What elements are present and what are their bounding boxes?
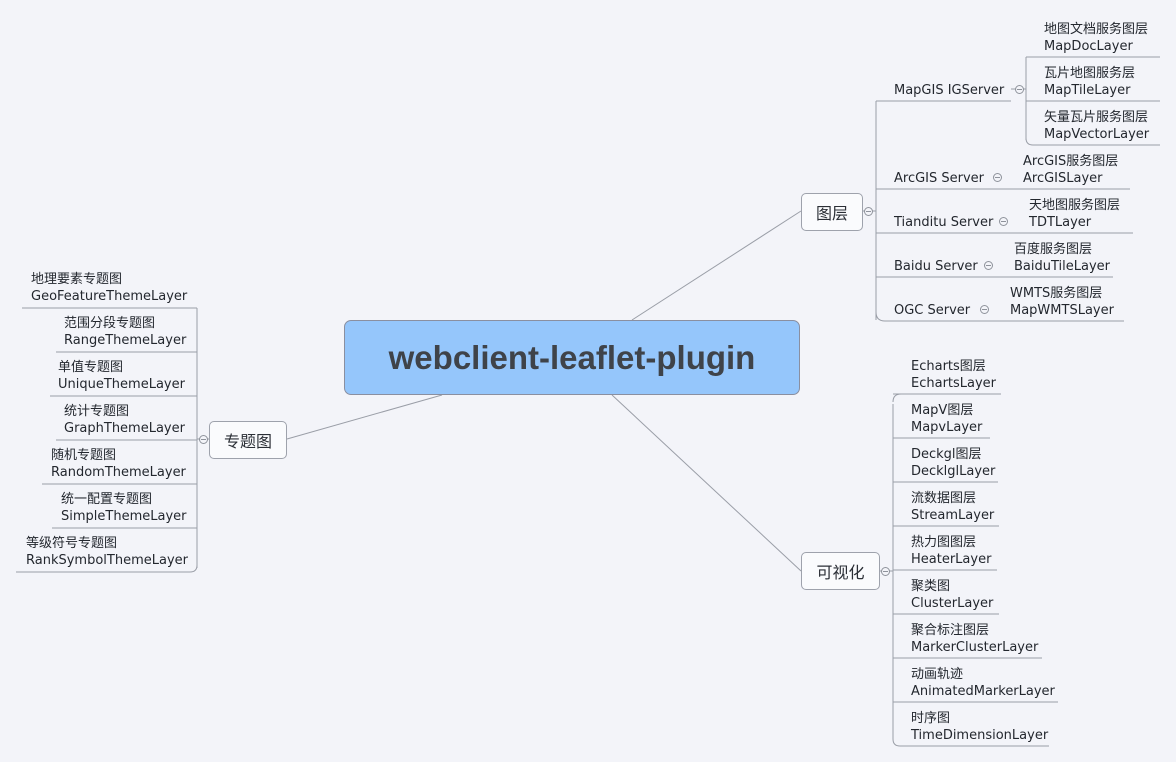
theme-node[interactable]: 范围分段专题图 RangeThemeLayer xyxy=(64,315,186,349)
collapse-arcgis-icon[interactable] xyxy=(993,173,1002,182)
layer-node-cn: WMTS服务图层 xyxy=(1010,286,1103,301)
layer-node-en: ArcGISLayer xyxy=(1023,171,1103,186)
theme-node-en: SimpleThemeLayer xyxy=(61,509,187,524)
layer-node-cn: 地图文档服务图层 xyxy=(1044,22,1149,37)
collapse-ogc-icon[interactable] xyxy=(980,305,989,314)
server-arcgis[interactable]: ArcGIS Server xyxy=(894,171,985,186)
visual-node-en: ClusterLayer xyxy=(911,596,994,611)
collapse-baidu-icon[interactable] xyxy=(984,261,993,270)
theme-node-en: RandomThemeLayer xyxy=(51,465,186,480)
theme-node[interactable]: 统计专题图 GraphThemeLayer xyxy=(64,403,185,437)
topic-layers[interactable]: 图层 xyxy=(801,193,863,231)
visual-node[interactable]: 聚合标注图层 MarkerClusterLayer xyxy=(911,622,1038,656)
theme-node[interactable]: 随机专题图 RandomThemeLayer xyxy=(51,447,186,481)
visual-node-en: EchartsLayer xyxy=(911,376,997,391)
layer-node-cn: 百度服务图层 xyxy=(1014,242,1093,257)
layer-node[interactable]: 天地图服务图层 TDTLayer xyxy=(1029,197,1120,231)
root-topic[interactable]: webclient-leaflet-plugin xyxy=(344,320,800,395)
theme-node-en: GeoFeatureThemeLayer xyxy=(31,289,188,304)
theme-node[interactable]: 单值专题图 UniqueThemeLayer xyxy=(58,359,185,393)
server-ogc[interactable]: OGC Server xyxy=(894,303,971,318)
visual-node[interactable]: Echarts图层 EchartsLayer xyxy=(911,358,996,392)
theme-node[interactable]: 等级符号专题图 RankSymbolThemeLayer xyxy=(26,535,188,569)
layer-node[interactable]: 百度服务图层 BaiduTileLayer xyxy=(1014,241,1110,275)
theme-node-cn: 等级符号专题图 xyxy=(26,536,118,551)
visual-node-en: AnimatedMarkerLayer xyxy=(911,684,1055,699)
theme-node-en: RankSymbolThemeLayer xyxy=(26,553,188,568)
visual-node-en: DecklglLayer xyxy=(911,464,996,479)
visual-node-en: MapvLayer xyxy=(911,420,983,435)
layer-node-en: MapTileLayer xyxy=(1044,83,1131,98)
visual-node-cn: 聚合标注图层 xyxy=(911,623,990,638)
theme-node-cn: 随机专题图 xyxy=(51,448,117,463)
collapse-visualization-icon[interactable] xyxy=(881,567,890,576)
theme-node-cn: 统计专题图 xyxy=(64,404,130,419)
collapse-layers-icon[interactable] xyxy=(864,207,873,216)
theme-node-cn: 地理要素专题图 xyxy=(31,272,123,287)
theme-node[interactable]: 统一配置专题图 SimpleThemeLayer xyxy=(61,491,186,525)
theme-node-cn: 单值专题图 xyxy=(58,360,124,375)
visual-node[interactable]: 流数据图层 StreamLayer xyxy=(911,490,994,524)
layer-node-cn: 天地图服务图层 xyxy=(1029,198,1121,213)
topic-visualization[interactable]: 可视化 xyxy=(801,552,880,590)
layer-node[interactable]: ArcGIS服务图层 ArcGISLayer xyxy=(1023,153,1118,187)
visual-node[interactable]: 聚类图 ClusterLayer xyxy=(911,578,993,612)
layer-node-en: MapDocLayer xyxy=(1044,39,1133,54)
visual-node-en: HeaterLayer xyxy=(911,552,992,567)
layer-node[interactable]: 瓦片地图服务层 MapTileLayer xyxy=(1044,65,1135,99)
topic-thematic-maps[interactable]: 专题图 xyxy=(209,421,287,459)
layer-node-cn: 矢量瓦片服务图层 xyxy=(1044,110,1149,125)
layer-node-cn: ArcGIS服务图层 xyxy=(1023,154,1119,169)
layer-node[interactable]: WMTS服务图层 MapWMTSLayer xyxy=(1010,285,1114,319)
visual-node[interactable]: MapV图层 MapvLayer xyxy=(911,402,982,436)
collapse-thematic-icon[interactable] xyxy=(199,435,208,444)
visual-node[interactable]: 动画轨迹 AnimatedMarkerLayer xyxy=(911,666,1055,700)
theme-node-en: RangeThemeLayer xyxy=(64,333,187,348)
visual-node-en: TimeDimensionLayer xyxy=(911,728,1049,743)
collapse-tianditu-icon[interactable] xyxy=(999,217,1008,226)
visual-node-en: StreamLayer xyxy=(911,508,995,523)
server-baidu[interactable]: Baidu Server xyxy=(894,259,978,274)
visual-node-cn: Echarts图层 xyxy=(911,359,986,374)
layer-node-en: TDTLayer xyxy=(1029,215,1092,230)
visual-node-en: MarkerClusterLayer xyxy=(911,640,1039,655)
layer-node[interactable]: 地图文档服务图层 MapDocLayer xyxy=(1044,21,1148,55)
visual-node-cn: 聚类图 xyxy=(911,579,951,594)
theme-node[interactable]: 地理要素专题图 GeoFeatureThemeLayer xyxy=(31,271,187,305)
visual-node-cn: Deckgl图层 xyxy=(911,447,982,462)
layer-node-cn: 瓦片地图服务层 xyxy=(1044,66,1136,81)
layer-node-en: MapWMTSLayer xyxy=(1010,303,1114,318)
visual-node[interactable]: 热力图图层 HeaterLayer xyxy=(911,534,991,568)
theme-node-cn: 统一配置专题图 xyxy=(61,492,153,507)
collapse-mapgis-icon[interactable] xyxy=(1015,85,1024,94)
layer-node[interactable]: 矢量瓦片服务图层 MapVectorLayer xyxy=(1044,109,1149,143)
theme-node-en: UniqueThemeLayer xyxy=(58,377,185,392)
visual-node[interactable]: Deckgl图层 DecklglLayer xyxy=(911,446,995,480)
layer-node-en: BaiduTileLayer xyxy=(1014,259,1110,274)
visual-node-cn: 热力图图层 xyxy=(911,535,977,550)
theme-node-en: GraphThemeLayer xyxy=(64,421,185,436)
server-mapgis[interactable]: MapGIS IGServer xyxy=(894,83,1005,98)
visual-node-cn: 时序图 xyxy=(911,711,951,726)
visual-node-cn: MapV图层 xyxy=(911,403,974,418)
server-tianditu[interactable]: Tianditu Server xyxy=(894,215,994,230)
visual-node[interactable]: 时序图 TimeDimensionLayer xyxy=(911,710,1048,744)
layer-node-en: MapVectorLayer xyxy=(1044,127,1150,142)
visual-node-cn: 动画轨迹 xyxy=(911,667,964,682)
visual-node-cn: 流数据图层 xyxy=(911,491,977,506)
theme-node-cn: 范围分段专题图 xyxy=(64,316,156,331)
